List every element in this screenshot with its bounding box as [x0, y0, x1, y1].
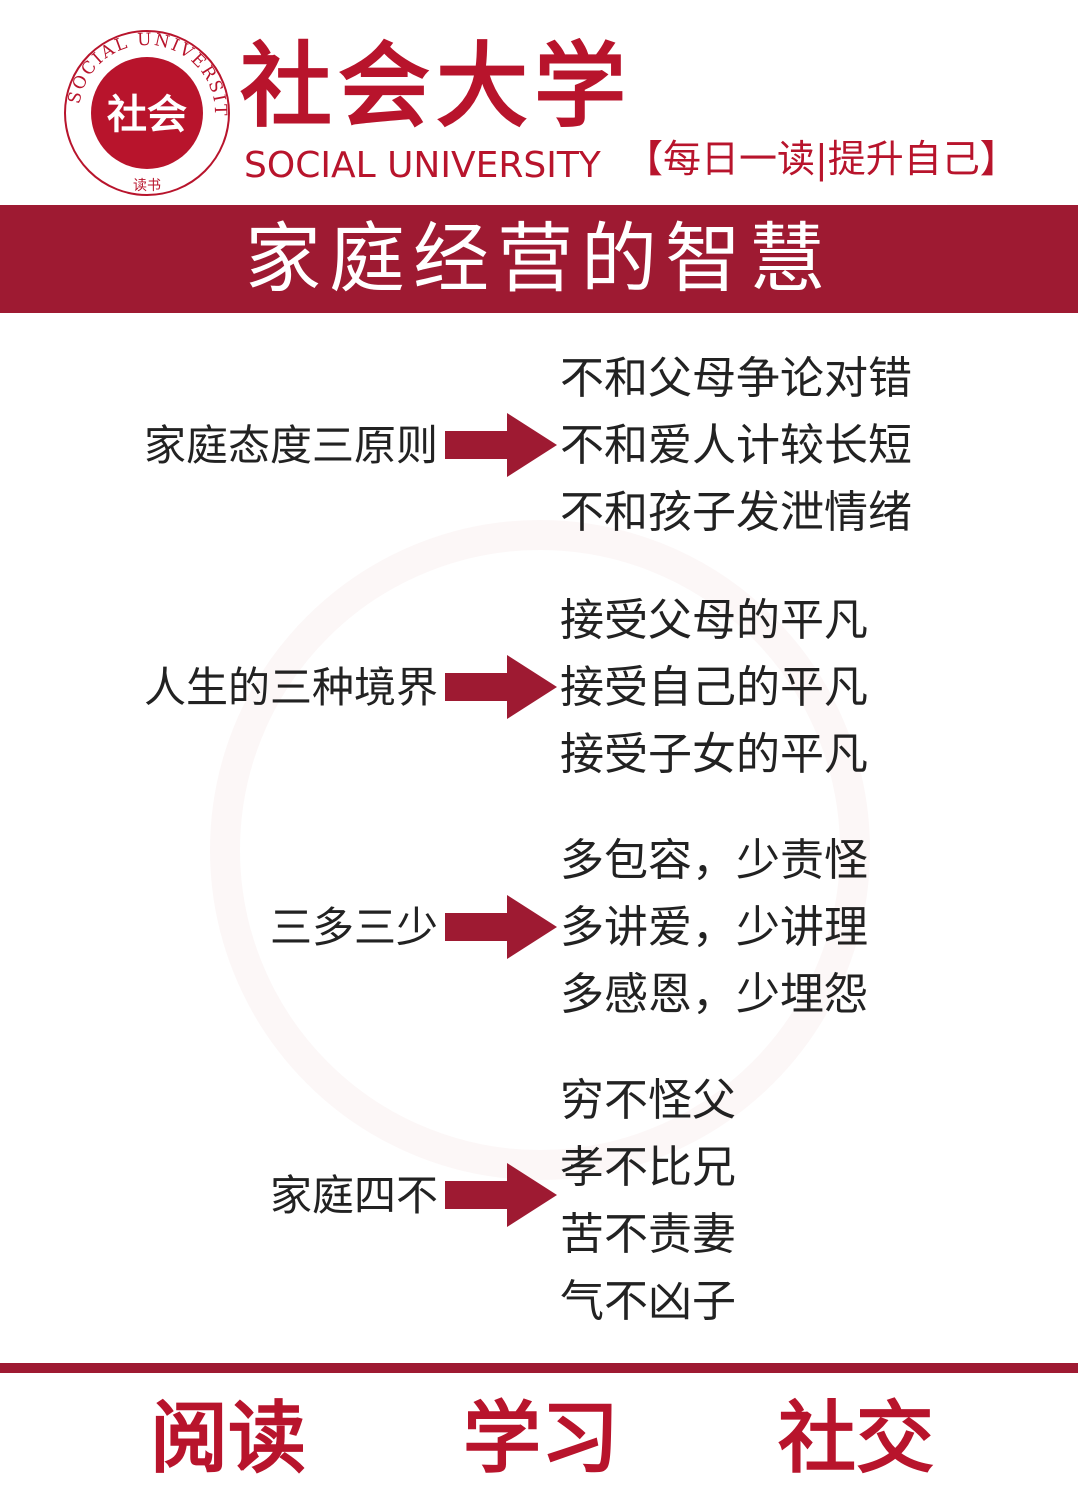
list-item: 接受自己的平凡 — [560, 662, 868, 713]
svg-text:读书: 读书 — [133, 177, 161, 194]
list-item: 多讲爱，少讲理 — [560, 902, 868, 953]
arrow-icon — [445, 655, 557, 719]
list-item: 苦不责妻 — [560, 1209, 736, 1260]
section-label: 家庭四不 — [269, 1171, 438, 1220]
social-university-logo: SOCIAL UNIVERSITY 社会 读书 — [62, 28, 230, 196]
footer-item-social: 社交 — [778, 1394, 935, 1484]
list-item: 气不凶子 — [560, 1276, 736, 1327]
brand-name-en: SOCIAL UNIVERSITY — [244, 145, 601, 186]
svg-text:社会: 社会 — [107, 91, 187, 138]
page-title: 家庭经营的智慧 — [245, 214, 833, 303]
brand-name-cn: 社会大学 — [240, 32, 633, 140]
list-item: 多感恩，少埋怨 — [560, 969, 868, 1020]
list-item: 多包容，少责怪 — [560, 835, 868, 886]
list-item: 穷不怪父 — [560, 1075, 736, 1126]
arrow-icon — [445, 413, 557, 477]
title-banner: 家庭经营的智慧 — [0, 205, 1078, 313]
arrow-icon — [445, 895, 557, 959]
list-item: 接受父母的平凡 — [560, 595, 868, 646]
list-item: 孝不比兄 — [560, 1142, 736, 1193]
footer-divider — [0, 1363, 1078, 1373]
list-item: 不和父母争论对错 — [560, 353, 912, 404]
slogan: 【每日一读|提升自己】 — [625, 137, 1018, 181]
arrow-icon — [445, 1163, 557, 1227]
section-label: 人生的三种境界 — [143, 663, 438, 712]
section-label: 家庭态度三原则 — [143, 421, 438, 470]
footer-item-learn: 学习 — [463, 1394, 620, 1484]
list-item: 不和孩子发泄情绪 — [560, 487, 912, 538]
section-label: 三多三少 — [269, 903, 438, 952]
list-item: 接受子女的平凡 — [560, 729, 868, 780]
list-item: 不和爱人计较长短 — [560, 420, 912, 471]
footer-item-read: 阅读 — [150, 1394, 307, 1484]
